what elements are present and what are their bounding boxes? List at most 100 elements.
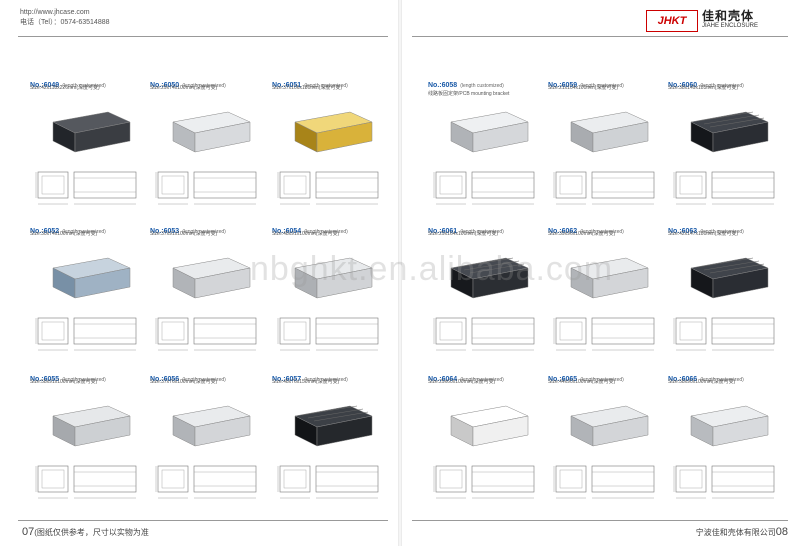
enclosure-photo	[556, 100, 656, 160]
website-url[interactable]: http://www.jhcase.com	[20, 9, 90, 16]
product-size: Size:44x90x100mm(深度可变)	[548, 379, 616, 385]
product-number: No.:6065	[548, 376, 578, 383]
length-note: (length customized)	[182, 377, 226, 383]
length-note: (length customized)	[62, 229, 106, 235]
enclosure-photo	[556, 246, 656, 306]
length-note: (length customized)	[304, 83, 348, 89]
product-card: No.:6058(length customized) 线路板固定架/PCB mo…	[428, 74, 548, 214]
header-rule-left	[18, 36, 388, 37]
product-size: Size:38x149x155mm(深度可变)	[668, 85, 739, 91]
enclosure-photo	[38, 246, 138, 306]
length-note: (length customized)	[700, 229, 744, 235]
product-number: No.:6053	[150, 228, 180, 235]
drawing-disclaimer: (图纸仅供参考，尺寸以实物为准	[34, 528, 149, 537]
brand-logo: JHKT 佳和壳体 JIAHE ENCLOSURE	[646, 6, 786, 34]
product-description: 线路板固定架/PCB mounting bracket	[428, 91, 510, 97]
product-card: No.:6063(length customized)Size:42x147x1…	[668, 220, 788, 360]
product-card: No.:6054(length customized)Size:48x91x10…	[272, 220, 392, 360]
product-size: Size:29x60x100mm(深度可变)	[428, 379, 496, 385]
product-card: No.:6049(length customized)Size:42x118x2…	[30, 74, 150, 214]
product-number: No.:6064	[428, 376, 458, 383]
length-note: (length customized)	[580, 377, 624, 383]
enclosure-photo	[436, 100, 536, 160]
product-number: No.:6066	[668, 376, 698, 383]
technical-drawing	[154, 312, 262, 356]
enclosure-photo	[436, 246, 536, 306]
technical-drawing	[34, 460, 142, 504]
header-rule-right	[412, 36, 788, 37]
enclosure-photo	[158, 394, 258, 454]
product-size: Size:29x164x100mm(深度可变)	[428, 231, 499, 237]
technical-drawing	[672, 166, 780, 210]
product-number: No.:6057	[272, 376, 302, 383]
product-size: Size:58x91x100mm(深度可变)	[30, 379, 98, 385]
product-number: No.:6050	[150, 82, 180, 89]
product-number: No.:6055	[30, 376, 60, 383]
length-note: (length customized)	[460, 377, 504, 383]
technical-drawing	[672, 312, 780, 356]
enclosure-photo	[556, 394, 656, 454]
product-number: No.:6061	[428, 228, 458, 235]
footer-left: 07(图纸仅供参考，尺寸以实物为准	[22, 526, 149, 538]
product-size: Size:48x91x100mm(深度可变)	[272, 231, 340, 237]
technical-drawing	[432, 312, 540, 356]
product-number: No.:6060	[668, 82, 698, 89]
product-size: Size:29x74x100mm(深度可变)	[150, 85, 218, 91]
technical-drawing	[34, 312, 142, 356]
length-note: (length customized)	[700, 377, 744, 383]
product-number: No.:6052	[30, 228, 60, 235]
product-size: Size:37x91x100mm(深度可变)	[150, 231, 218, 237]
company-name: 宁波佳和壳体有限公司	[695, 528, 776, 537]
length-note: (length customized)	[580, 229, 624, 235]
product-card: No.:6055(length customized)Size:58x91x10…	[30, 368, 150, 508]
technical-drawing	[154, 460, 262, 504]
product-number: No.:6062	[548, 228, 578, 235]
footer-rule-right	[412, 520, 788, 521]
enclosure-photo	[676, 394, 776, 454]
product-size: Size:37x106x180mm(深度可变)	[272, 85, 343, 91]
enclosure-photo	[158, 100, 258, 160]
enclosure-photo	[436, 394, 536, 454]
contact-info: http://www.jhcase.com 电话（Tel）：0574-63514…	[20, 8, 110, 28]
product-size: Size:42x118x226mm(深度可变)	[30, 85, 100, 91]
technical-drawing	[552, 166, 660, 210]
page-number-left: 07	[22, 526, 35, 538]
enclosure-photo	[280, 394, 380, 454]
product-number: No.:6051	[272, 82, 302, 89]
logo-mark: JHKT	[646, 10, 698, 32]
product-card: No.:6060(length customized)Size:38x149x1…	[668, 74, 788, 214]
technical-drawing	[276, 166, 384, 210]
product-size: Size:37x76x100mm(深度可变)	[150, 379, 218, 385]
product-size: Size:58x90x100mm(深度可变)	[668, 379, 736, 385]
technical-drawing	[34, 166, 142, 210]
product-number: No.:6058	[428, 82, 458, 89]
product-card: No.:6066(length customized)Size:58x90x10…	[668, 368, 788, 508]
length-note: (length customized)	[460, 83, 504, 89]
footer-right: 宁波佳和壳体有限公司08	[696, 526, 788, 538]
technical-drawing	[154, 166, 262, 210]
product-card: No.:6052(length customized)Size:30x74x10…	[30, 220, 150, 360]
product-size: Size:30x74x100mm(深度可变)	[30, 231, 98, 237]
product-number: No.:6059	[548, 82, 578, 89]
product-number: No.:6054	[272, 228, 302, 235]
technical-drawing	[276, 312, 384, 356]
telephone: 电话（Tel）：0574-63514888	[20, 19, 110, 26]
product-number: No.:6049	[30, 82, 60, 89]
product-size: Size:48x76x150mm(深度可变)	[272, 379, 340, 385]
enclosure-photo	[38, 394, 138, 454]
enclosure-photo	[676, 100, 776, 160]
technical-drawing	[432, 460, 540, 504]
product-card: No.:6053(length customized)Size:37x91x10…	[150, 220, 270, 360]
product-card: No.:6050(length customized)Size:29x74x10…	[150, 74, 270, 214]
length-note: (length customized)	[62, 83, 106, 89]
length-note: (length customized)	[182, 229, 226, 235]
logo-chinese-name: 佳和壳体	[702, 9, 755, 23]
product-number: No.:6056	[150, 376, 180, 383]
product-card: No.:6057(length customized)Size:48x76x15…	[272, 368, 392, 508]
product-card: No.:6065(length customized)Size:44x90x10…	[548, 368, 668, 508]
product-card: No.:6061(length customized)Size:29x164x1…	[428, 220, 548, 360]
length-note: (length customized)	[182, 83, 226, 89]
product-card: No.:6051(length customized)Size:37x106x1…	[272, 74, 392, 214]
enclosure-photo	[280, 100, 380, 160]
logo-english-name: JIAHE ENCLOSURE	[702, 23, 759, 29]
